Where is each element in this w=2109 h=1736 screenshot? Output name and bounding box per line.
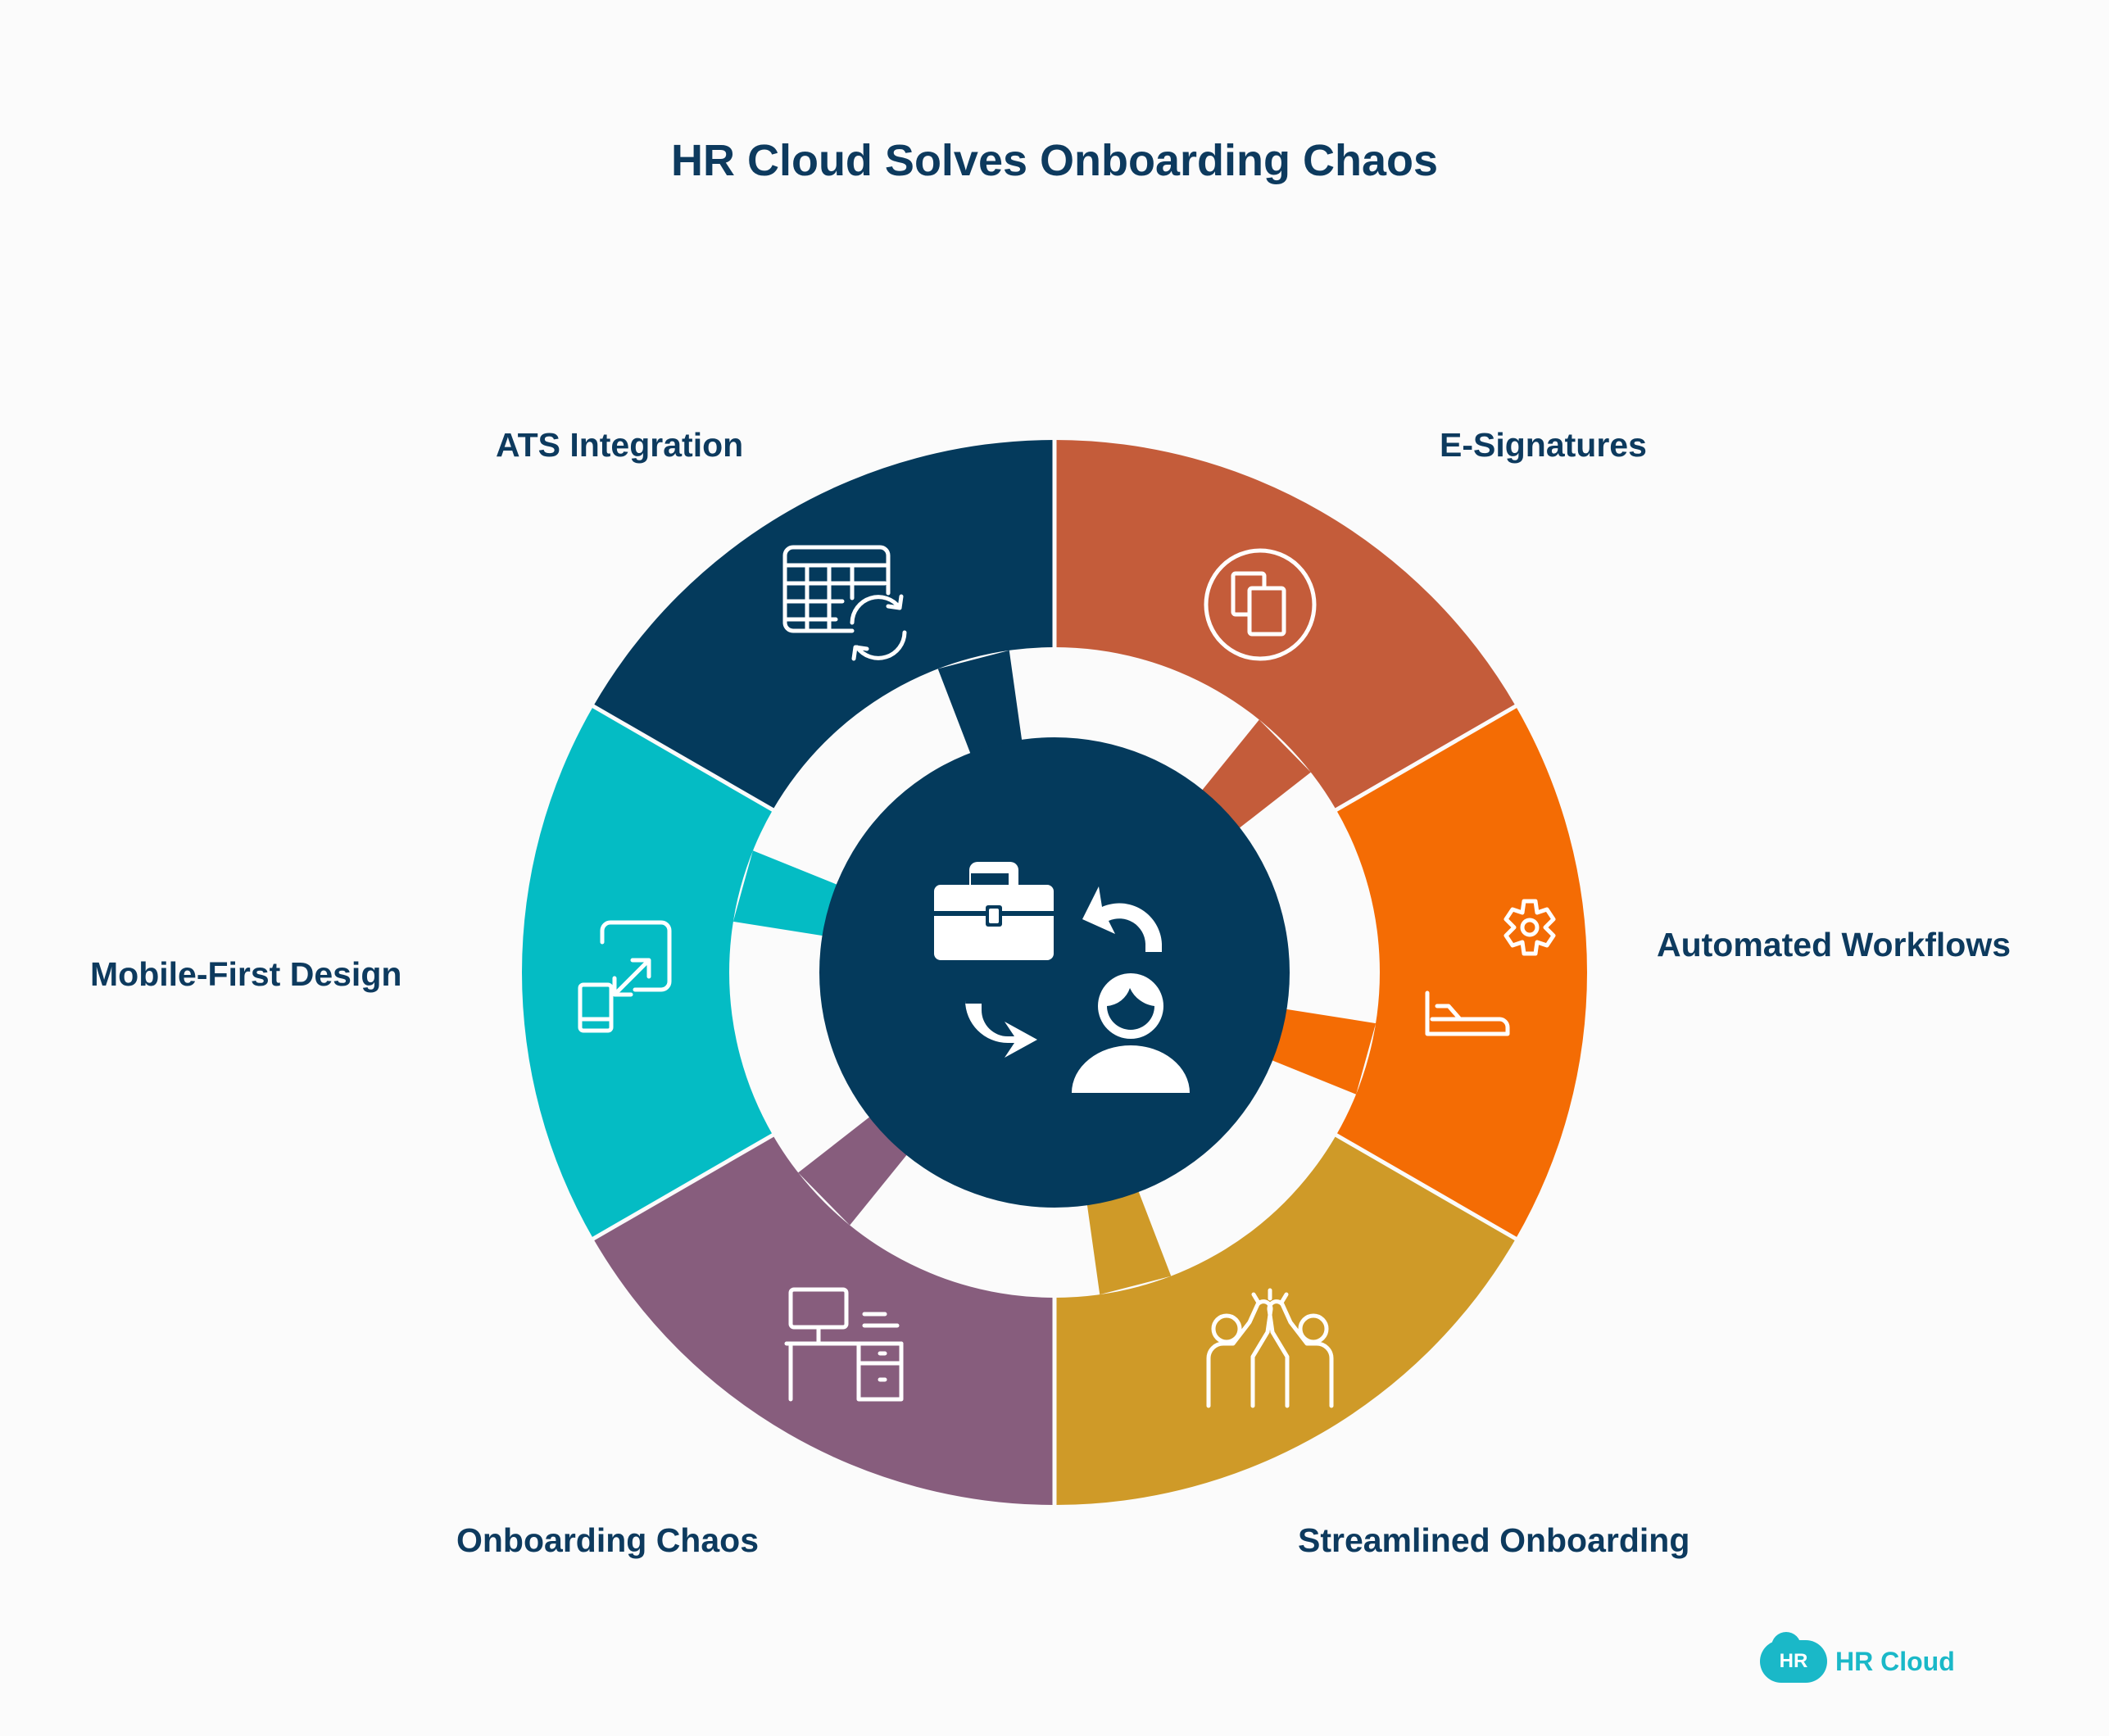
- segment-onboarding-chaos-connector: [798, 1116, 908, 1226]
- briefcase-person-cycle-icon: [934, 862, 1190, 1093]
- brand-logo: HR HR Cloud: [1760, 1632, 1955, 1686]
- segment-divider: [591, 703, 775, 813]
- segment-divider: [1334, 1132, 1518, 1242]
- segment-mobile-first-design-connector: [732, 850, 838, 936]
- segment-ats-integration: [593, 440, 1054, 810]
- segment-streamlined-onboarding-connector: [1086, 1190, 1172, 1295]
- label-automated-workflows: Automated Workflows: [1657, 926, 2011, 963]
- gear-conveyor-icon: [1425, 899, 1556, 1036]
- documents-circle-icon: [1204, 548, 1317, 661]
- cloud-logo-icon: HR: [1760, 1632, 1827, 1683]
- label-e-signatures: E-Signatures: [1440, 426, 1647, 464]
- high-five-icon: [1206, 1288, 1334, 1408]
- brand-name: HR Cloud: [1835, 1646, 1955, 1676]
- segment-ats-integration-connector: [937, 650, 1023, 755]
- segment-onboarding-chaos: [593, 1135, 1054, 1505]
- page-title: HR Cloud Solves Onboarding Chaos: [670, 136, 1439, 185]
- label-ats-integration: ATS Integration: [496, 426, 744, 464]
- segment-automated-workflows-connector: [1271, 1009, 1377, 1095]
- segment-divider: [1334, 703, 1518, 813]
- center-disc: [819, 737, 1290, 1208]
- segment-divider: [591, 1132, 775, 1242]
- resize-device-icon: [578, 920, 672, 1033]
- segment-automated-workflows: [1336, 706, 1587, 1239]
- desk-computer-icon: [784, 1287, 904, 1402]
- label-streamlined-onboarding: Streamlined Onboarding: [1298, 1521, 1690, 1559]
- segment-streamlined-onboarding: [1054, 1135, 1516, 1505]
- segment-e-signatures-connector: [1201, 719, 1311, 829]
- label-mobile-first-design: Mobile-First Design: [90, 955, 402, 993]
- spreadsheet-sync-icon: [782, 545, 907, 661]
- label-onboarding-chaos: Onboarding Chaos: [456, 1521, 759, 1559]
